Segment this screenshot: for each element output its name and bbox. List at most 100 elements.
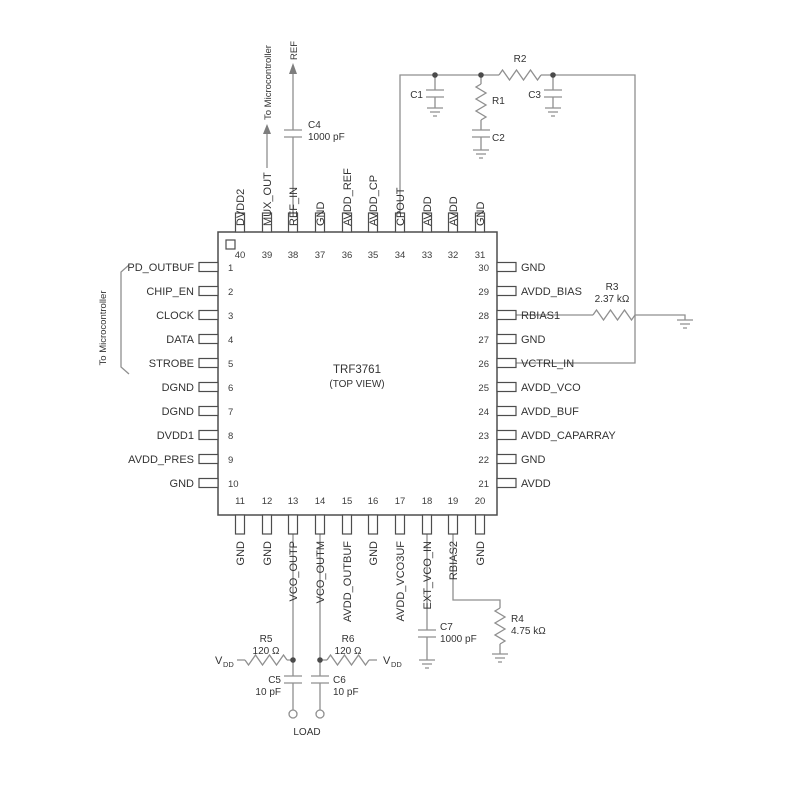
junction-dot — [478, 72, 484, 78]
pin — [341, 212, 353, 233]
c5-value: 10 pF — [255, 687, 281, 698]
pin — [261, 514, 273, 535]
chip-body — [217, 231, 498, 516]
pin-label: CLOCK — [156, 310, 195, 322]
pin1-indicator-icon — [225, 239, 236, 250]
wires — [237, 63, 686, 710]
ground-icon — [419, 659, 435, 669]
r5-ref: R5 — [260, 634, 273, 645]
pin-label: AVDD_PRES — [128, 454, 194, 466]
pin — [496, 285, 517, 297]
pin-label: PD_OUTBUF — [127, 262, 194, 274]
pin-number: 1 — [228, 263, 233, 274]
pin-label: VCO_OUTP — [288, 541, 300, 602]
pin-label: DVDD2 — [235, 189, 247, 226]
pin-number: 18 — [422, 496, 433, 507]
pin — [234, 212, 246, 233]
pin-label: GND — [368, 541, 380, 566]
ground-icon — [677, 319, 693, 329]
junction-dot — [290, 657, 296, 663]
ground-icon — [492, 653, 508, 663]
r4-ref: R4 — [511, 614, 524, 625]
wire-cpout-to-vctrl — [399, 74, 636, 364]
vdd-left-sub: DD — [223, 660, 234, 669]
pin-label: GND — [262, 541, 274, 566]
pin-label: GND — [475, 202, 487, 227]
pin — [198, 381, 219, 393]
annotations: To Microcontroller To Microcontroller RE… — [98, 41, 402, 738]
pin-number: 3 — [228, 311, 233, 322]
pin — [287, 514, 299, 535]
pin-number: 22 — [478, 455, 489, 466]
c4-value: 1000 pF — [308, 132, 345, 143]
r1-ref: R1 — [492, 96, 505, 107]
pin — [447, 212, 459, 233]
ground-icon — [427, 107, 443, 117]
pin-number: 8 — [228, 431, 233, 442]
pin-label: AVDD — [521, 478, 551, 490]
chip: TRF3761 (TOP VIEW) 1 PD_OUTBUF 2 CHIP_EN… — [127, 168, 616, 622]
pin-number: 37 — [315, 250, 326, 261]
wire-vco-outm — [319, 534, 377, 710]
load-terminal-icon — [315, 709, 325, 719]
junction-dot — [317, 657, 323, 663]
pin — [198, 261, 219, 273]
pin-number: 6 — [228, 383, 233, 394]
pin-label: GND — [521, 334, 546, 346]
mux-arrow-up-icon — [263, 124, 271, 134]
pin-label: REF_IN — [288, 187, 300, 226]
pin-number: 17 — [395, 496, 406, 507]
pin-label: DGND — [162, 382, 194, 394]
pin — [234, 514, 246, 535]
pin-label: GND — [315, 202, 327, 227]
pin-number: 28 — [478, 311, 489, 322]
pin — [421, 514, 433, 535]
wire-rbias2-r4 — [452, 534, 501, 654]
pin-label: AVDD_BIAS — [521, 286, 582, 298]
chip-view: (TOP VIEW) — [329, 379, 384, 390]
c3-ref: C3 — [528, 90, 541, 101]
pin-label: MUX_OUT — [262, 172, 274, 226]
resistor-r4-icon — [493, 607, 507, 645]
pin — [496, 405, 517, 417]
to-microcontroller-left-label: To Microcontroller — [98, 291, 109, 366]
pin-number: 20 — [475, 496, 486, 507]
c5-ref: C5 — [268, 675, 281, 686]
pin-label: DVDD1 — [157, 430, 194, 442]
pin — [394, 514, 406, 535]
pin-number: 4 — [228, 335, 233, 346]
pin — [198, 357, 219, 369]
c7-ref: C7 — [440, 622, 453, 633]
junction-dot — [550, 72, 556, 78]
capacitor-c2-icon — [472, 129, 490, 138]
pins-bottom: 11 GND 12 GND 13 VCO_OUTP 14 VCO_OUTM 15… — [234, 496, 487, 622]
pin — [496, 381, 517, 393]
r6-ref: R6 — [342, 634, 355, 645]
pin-label: GND — [521, 262, 546, 274]
capacitor-c5-icon — [284, 675, 302, 684]
pin-number: 14 — [315, 496, 326, 507]
capacitor-c3-icon — [544, 89, 562, 98]
pin-number: 29 — [478, 287, 489, 298]
c1-ref: C1 — [410, 90, 423, 101]
load-terminal-icon — [288, 709, 298, 719]
pin-number: 16 — [368, 496, 379, 507]
resistor-r6-icon — [326, 653, 370, 667]
ground-icon — [473, 149, 489, 159]
pin — [447, 514, 459, 535]
wire-vco-outp — [237, 534, 294, 710]
pin — [367, 212, 379, 233]
pins-top: 40 DVDD2 39 MUX_OUT 38 REF_IN 37 GND 36 … — [235, 168, 487, 261]
pin-number: 38 — [288, 250, 299, 261]
pin — [421, 212, 433, 233]
microcontroller-bracket-icon — [120, 264, 130, 375]
pin — [287, 212, 299, 233]
pin-label: VCTRL_IN — [521, 358, 574, 370]
r4-value: 4.75 kΩ — [511, 626, 546, 637]
pin-number: 34 — [395, 250, 406, 261]
pin — [198, 405, 219, 417]
pin-number: 12 — [262, 496, 273, 507]
pin — [496, 453, 517, 465]
pin-number: 15 — [342, 496, 353, 507]
c4-ref: C4 — [308, 120, 321, 131]
